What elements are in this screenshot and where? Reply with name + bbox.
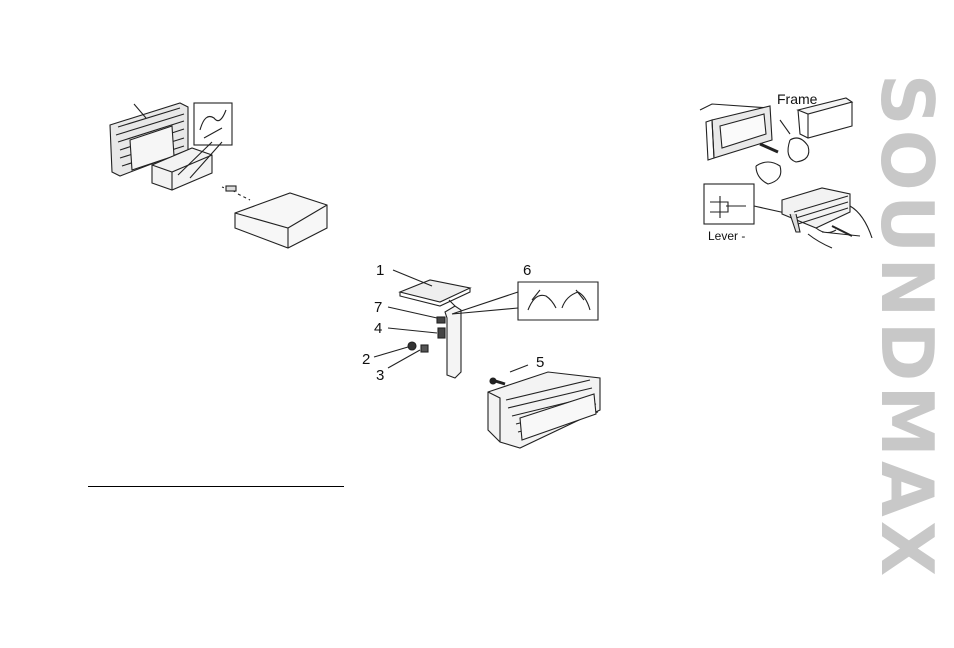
brand-watermark: SOUNDMAX xyxy=(862,42,952,612)
brand-logo-text: SOUNDMAX xyxy=(865,74,949,580)
frame-label: Frame xyxy=(777,91,818,107)
lever-label: Lever - xyxy=(708,229,745,243)
